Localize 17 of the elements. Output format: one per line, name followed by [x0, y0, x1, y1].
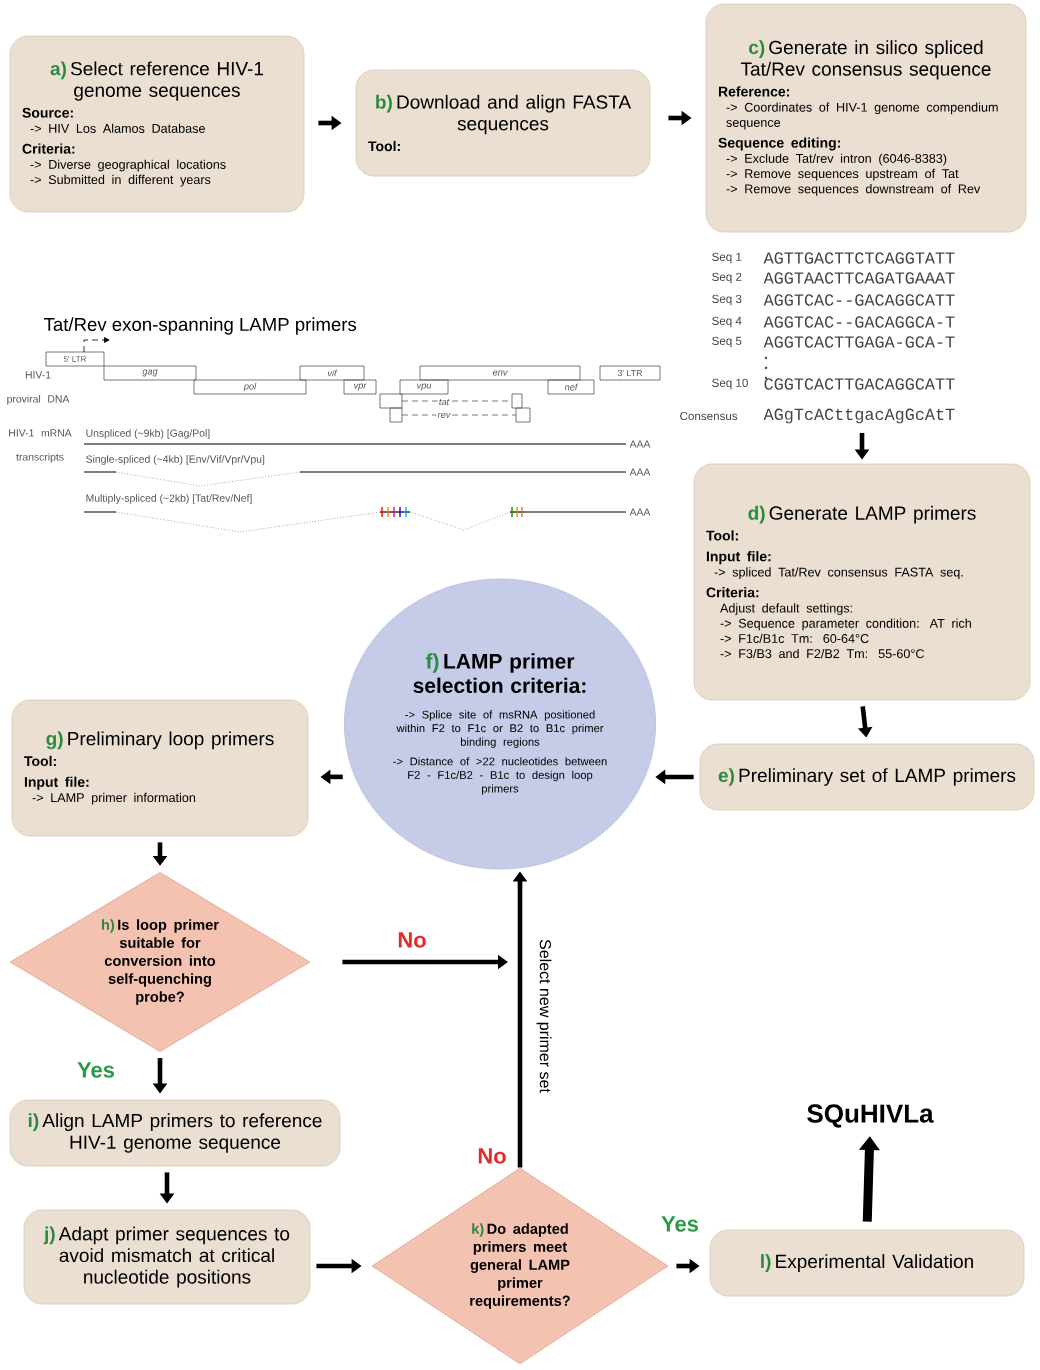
result-text: SQuHIVLa [807, 1104, 934, 1128]
edge-label: No [398, 932, 426, 948]
sequence-text: AGGTCAC--GACAGGCA-T [763, 316, 955, 328]
sequence-text: AGGTCAC--GACAGGCATT [763, 294, 955, 306]
sequence-text: AGgTcACttgacAgGcAtT [763, 408, 955, 424]
process-box: j) Adapt primer sequences to avoid mismatch at critical nucleotide positions [23, 1209, 311, 1305]
edge-label: Yes [77, 1062, 115, 1078]
sequence-text: CGGTCACTTGACAGGCATT [764, 378, 955, 390]
edge-label: Select new primer set [536, 939, 552, 1093]
panel-title: Tat/Rev exon-spanning LAMP primers [44, 317, 357, 335]
process-box: i) Align LAMP primers to reference HIV-1 genome sequence [9, 1099, 341, 1167]
process-box: l) Experimental Validation [709, 1229, 1025, 1297]
decision-label: No [478, 1148, 506, 1164]
process-box: e) Preliminary set of LAMP primers [699, 743, 1035, 811]
sequence-text: AGTTGACTTCTCAGGTATT [763, 252, 955, 264]
sequence-text: AGGTAACTTCAGATGAAAT [763, 272, 955, 284]
sequence-text: AGGTCACTTGAGA-GCA-T [763, 336, 955, 348]
